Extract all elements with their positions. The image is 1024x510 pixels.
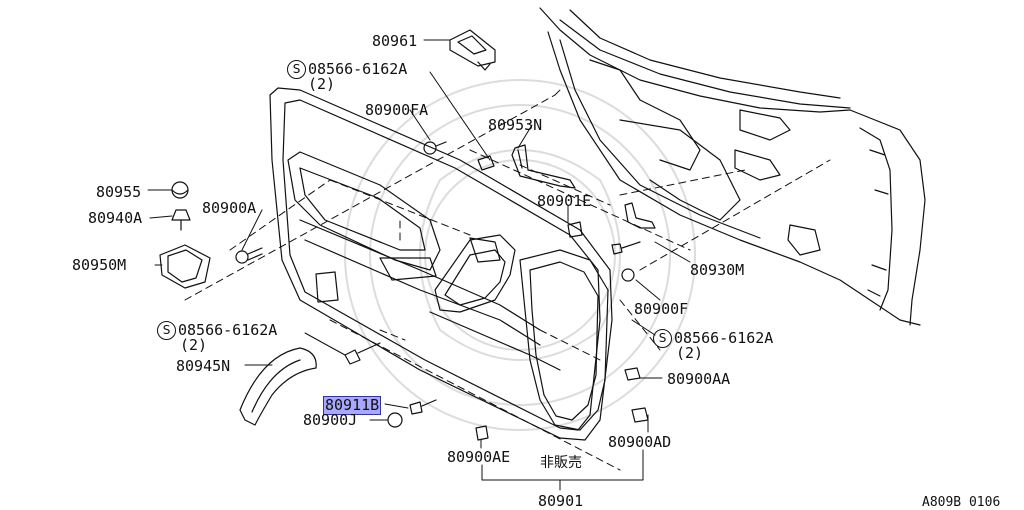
label-80900AD: 80900AD: [608, 433, 672, 451]
label-80950M: 80950M: [72, 256, 127, 274]
label-80900AA: 80900AA: [667, 370, 731, 388]
label-80955: 80955: [96, 183, 142, 201]
pocket-80950M: [159, 244, 211, 289]
leader-lines: [147, 39, 691, 491]
label-80901: 80901: [538, 492, 584, 510]
bracket-80930M: [624, 202, 656, 229]
label-quantity-right: (2): [676, 344, 704, 362]
bracket-80953N: [511, 144, 576, 189]
label-80900F: 80900F: [634, 300, 689, 318]
label-80930M: 80930M: [690, 261, 745, 279]
label-80911B-highlighted[interactable]: 80911B: [323, 396, 382, 415]
door-trim-panel: [269, 87, 613, 441]
switch-bezel-80961: [449, 29, 496, 71]
armrest-assembly: [434, 234, 516, 313]
screw-symbol: S: [653, 329, 672, 348]
label-80953N: 80953N: [488, 116, 543, 134]
screw-symbol: S: [287, 60, 306, 79]
label-08566-6162A-right: 08566-6162A: [674, 329, 774, 347]
label-80900FA: 80900FA: [365, 101, 429, 119]
label-quantity-top: (2): [308, 75, 336, 93]
label-80900A: 80900A: [202, 199, 257, 217]
watermark-emblem: [344, 79, 696, 431]
label-not-for-sale: 非販売: [540, 455, 582, 471]
label-80900AE: 80900AE: [447, 448, 511, 466]
label-08566-6162A-top: 08566-6162A: [308, 60, 408, 78]
fasteners: [171, 141, 649, 441]
label-08566-6162A-left: 08566-6162A: [178, 321, 278, 339]
screw-symbol: S: [157, 321, 176, 340]
label-80901E: 80901E: [537, 192, 592, 210]
label-80900J: 80900J: [303, 411, 358, 429]
label-80961: 80961: [372, 32, 418, 50]
label-80940A: 80940A: [88, 209, 143, 227]
label-80945N: 80945N: [176, 357, 231, 375]
diagram-code: A809B 0106: [922, 495, 1001, 510]
pull-handle-80945N: [239, 347, 317, 426]
door-inner-panel: [539, 7, 926, 326]
label-quantity-left: (2): [180, 336, 208, 354]
